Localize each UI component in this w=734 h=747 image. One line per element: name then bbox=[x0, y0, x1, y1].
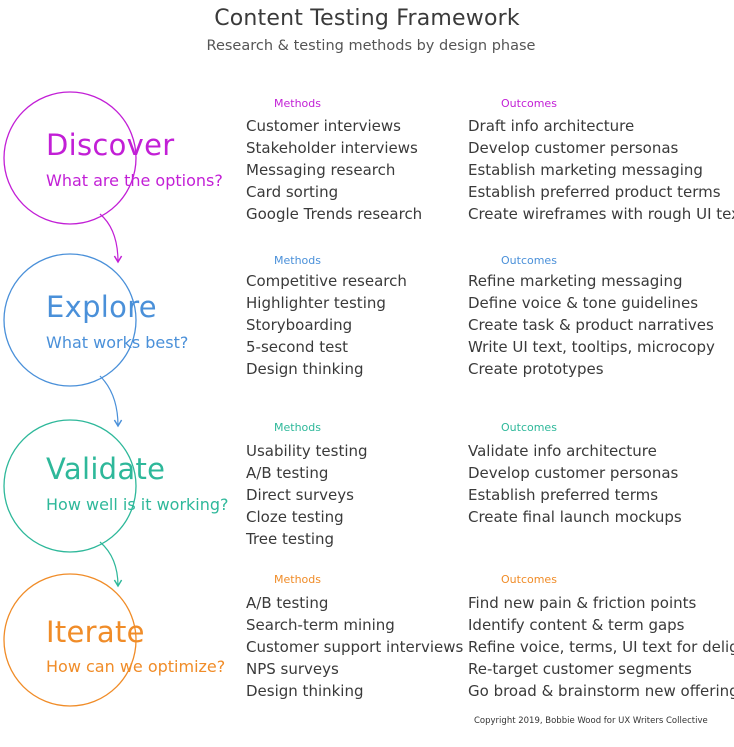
outcome-item: Define voice & tone guidelines bbox=[468, 294, 699, 312]
method-item: 5-second test bbox=[246, 338, 349, 356]
outcome-item: Create prototypes bbox=[468, 360, 604, 378]
discover-circle bbox=[3, 91, 137, 225]
outcomes-list: Find new pain & friction points Identify… bbox=[468, 592, 734, 702]
methods-heading: Methods bbox=[274, 421, 321, 434]
outcome-item: Write UI text, tooltips, microcopy bbox=[468, 338, 715, 356]
outcome-item: Establish marketing messaging bbox=[468, 161, 703, 179]
method-item: Search-term mining bbox=[246, 616, 395, 634]
outcome-item: Refine voice, terms, UI text for delight bbox=[468, 638, 734, 656]
outcome-item: Create wireframes with rough UI text bbox=[468, 205, 734, 223]
outcome-item: Create final launch mockups bbox=[468, 508, 682, 526]
phase-name: Iterate bbox=[46, 615, 145, 649]
outcome-item: Establish preferred terms bbox=[468, 486, 659, 504]
method-item: Design thinking bbox=[246, 682, 364, 700]
outcomes-heading: Outcomes bbox=[501, 254, 557, 267]
iterate-circle bbox=[3, 573, 137, 707]
method-item: Customer interviews bbox=[246, 117, 401, 135]
outcomes-heading: Outcomes bbox=[501, 97, 557, 110]
outcome-item: Establish preferred product terms bbox=[468, 183, 721, 201]
method-item: Cloze testing bbox=[246, 508, 344, 526]
method-item: Highlighter testing bbox=[246, 294, 386, 312]
page-subtitle: Research & testing methods by design pha… bbox=[206, 38, 536, 54]
phase-name: Explore bbox=[46, 290, 157, 324]
phase-name: Validate bbox=[46, 452, 166, 486]
method-item: A/B testing bbox=[246, 464, 329, 482]
methods-heading: Methods bbox=[274, 573, 321, 586]
methods-heading: Methods bbox=[274, 97, 321, 110]
methods-list: Customer interviews Stakeholder intervie… bbox=[246, 115, 422, 225]
outcome-item: Create task & product narratives bbox=[468, 316, 714, 334]
outcomes-list: Validate info architecture Develop custo… bbox=[468, 440, 682, 528]
method-item: Card sorting bbox=[246, 183, 339, 201]
phase-iterate: Iterate How can we optimize? Methods Out… bbox=[0, 572, 734, 747]
outcomes-list: Refine marketing messaging Define voice … bbox=[468, 270, 715, 380]
outcome-item: Go broad & brainstorm new offerings bbox=[468, 682, 734, 700]
outcome-item: Develop customer personas bbox=[468, 464, 679, 482]
phase-name: Discover bbox=[46, 128, 175, 162]
outcome-item: Identify content & term gaps bbox=[468, 616, 685, 634]
method-item: Competitive research bbox=[246, 272, 407, 290]
methods-list: Competitive research Highlighter testing… bbox=[246, 270, 407, 380]
outcome-item: Draft info architecture bbox=[468, 117, 635, 135]
phase-question: How can we optimize? bbox=[46, 657, 226, 676]
method-item: Storyboarding bbox=[246, 316, 353, 334]
phase-discover: Discover What are the options? Methods O… bbox=[0, 95, 734, 270]
outcome-item: Develop customer personas bbox=[468, 139, 679, 157]
methods-list: Usability testing A/B testing Direct sur… bbox=[246, 440, 368, 550]
method-item: Design thinking bbox=[246, 360, 364, 378]
phase-explore: Explore What works best? Methods Outcome… bbox=[0, 252, 734, 427]
method-item: Tree testing bbox=[246, 530, 335, 548]
phase-question: How well is it working? bbox=[46, 495, 229, 514]
validate-circle bbox=[3, 419, 137, 553]
outcomes-list: Draft info architecture Develop customer… bbox=[468, 115, 734, 225]
method-item: Usability testing bbox=[246, 442, 368, 460]
method-item: Google Trends research bbox=[246, 205, 423, 223]
method-item: A/B testing bbox=[246, 594, 329, 612]
phase-question: What are the options? bbox=[46, 171, 223, 190]
discover-to-explore-arrow bbox=[99, 213, 123, 264]
method-item: Customer support interviews bbox=[246, 638, 464, 656]
outcome-item: Refine marketing messaging bbox=[468, 272, 683, 290]
method-item: Messaging research bbox=[246, 161, 396, 179]
validate-to-iterate-arrow bbox=[99, 541, 123, 588]
outcome-item: Find new pain & friction points bbox=[468, 594, 697, 612]
outcome-item: Re-target customer segments bbox=[468, 660, 692, 678]
methods-heading: Methods bbox=[274, 254, 321, 267]
phase-question: What works best? bbox=[46, 333, 189, 352]
copyright-notice: Copyright 2019, Bobbie Wood for UX Write… bbox=[474, 716, 708, 726]
outcome-item: Validate info architecture bbox=[468, 442, 657, 460]
outcomes-heading: Outcomes bbox=[501, 421, 557, 434]
page-title: Content Testing Framework bbox=[214, 6, 520, 31]
outcomes-heading: Outcomes bbox=[501, 573, 557, 586]
method-item: Stakeholder interviews bbox=[246, 139, 418, 157]
phase-validate: Validate How well is it working? Methods… bbox=[0, 419, 734, 594]
explore-circle bbox=[3, 253, 137, 387]
method-item: NPS surveys bbox=[246, 660, 339, 678]
methods-list: A/B testing Search-term mining Customer … bbox=[246, 592, 463, 702]
explore-to-validate-arrow bbox=[99, 375, 123, 428]
method-item: Direct surveys bbox=[246, 486, 354, 504]
